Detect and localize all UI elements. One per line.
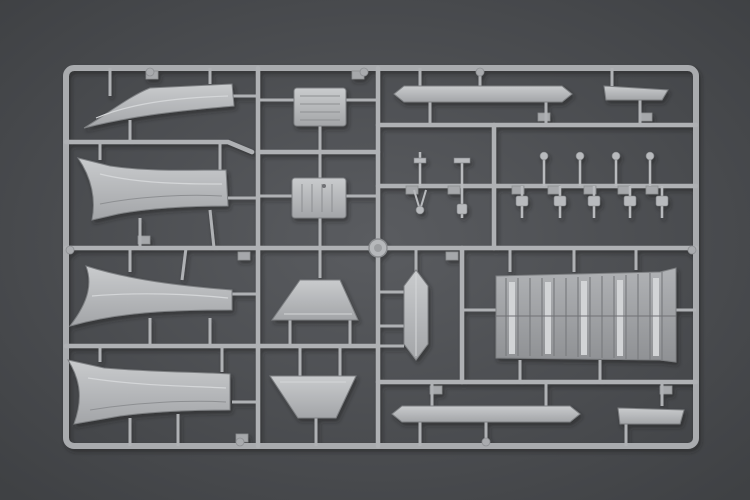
ribbed-block [462, 248, 696, 382]
pin-part-4 [539, 151, 567, 218]
pin-part-6 [611, 151, 637, 218]
outer-runner [63, 65, 699, 449]
curved-panel-1 [83, 68, 258, 142]
sprue-hub [368, 238, 388, 258]
ribbed-hatch-2 [258, 152, 378, 248]
small-wedge-bottom [617, 382, 685, 446]
pin-part-1 [413, 152, 427, 215]
left-panels [66, 68, 258, 446]
pin-part-7 [645, 151, 669, 218]
curved-panel-2 [76, 142, 258, 249]
pin-part-2 [453, 157, 471, 218]
bottom-right-parts [391, 382, 685, 446]
pin-parts [413, 151, 669, 218]
pin-part-3 [515, 186, 529, 218]
long-strip-top [393, 68, 573, 125]
long-strip-bottom [391, 382, 581, 446]
curved-panel-4 [66, 346, 258, 446]
runner-horizontal-left-top [63, 139, 255, 155]
ribbed-hatch-1 [258, 87, 378, 152]
sprue-runners [63, 65, 699, 449]
curved-panel-3 [68, 247, 258, 346]
part-number-tabs [137, 70, 673, 443]
center-parts [258, 87, 429, 446]
upper-right-parts [393, 68, 669, 218]
small-wedge-top [603, 68, 669, 125]
vertical-fin [378, 248, 429, 361]
ejector-tabs [65, 67, 697, 447]
sprue-tree [63, 65, 699, 449]
trapezoid-panel-top [271, 248, 359, 346]
trapezoid-panel-bottom [269, 346, 357, 446]
sprue-frame [63, 65, 699, 449]
pin-part-5 [575, 151, 601, 218]
